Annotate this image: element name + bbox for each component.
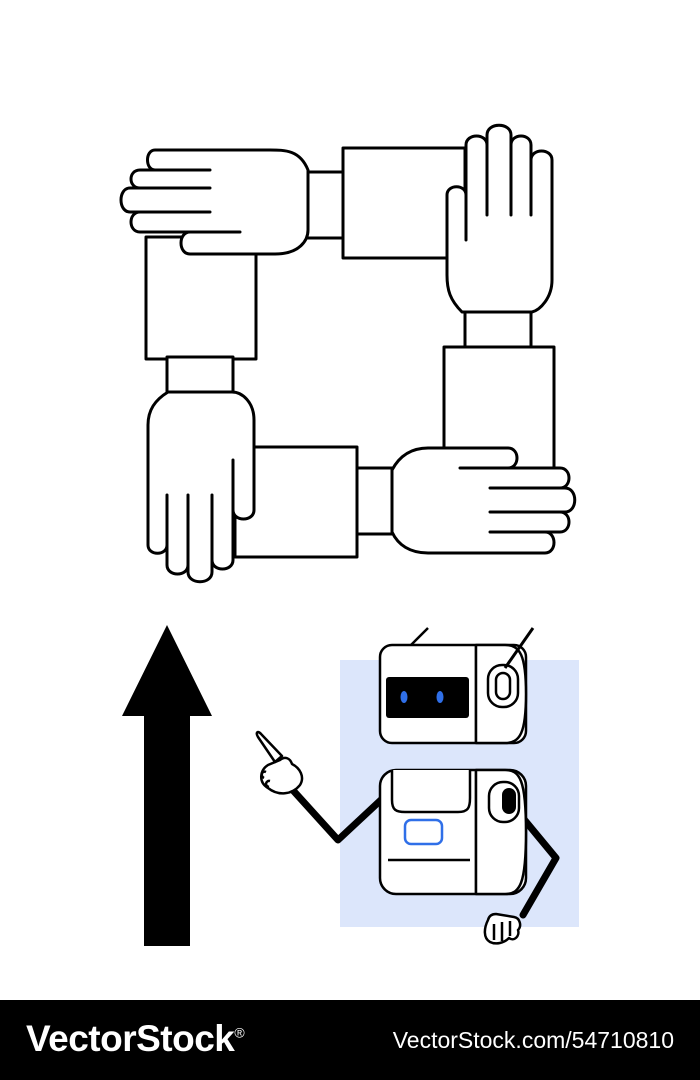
up-arrow-icon [122, 625, 212, 946]
sleeve-left [144, 235, 258, 361]
watermark-footer: VectorStock® VectorStock.com/54710810 [0, 1000, 700, 1080]
robot-chest-screen [403, 818, 444, 846]
registered-mark: ® [234, 1024, 245, 1041]
hand-top-right [445, 123, 554, 349]
four-hands-square-icon [119, 123, 577, 584]
illustration [119, 123, 579, 946]
brand-name: VectorStock [26, 1018, 235, 1059]
hand-bottom-left [146, 355, 256, 584]
hand-top-left [119, 148, 345, 256]
robot-right-eye [436, 691, 444, 703]
robot-pointing-hand [255, 730, 304, 795]
robot-left-eye [400, 691, 408, 703]
robot-icon [255, 627, 579, 945]
vectorstock-logo: VectorStock® [26, 1018, 245, 1060]
robot-left-arm [286, 783, 387, 844]
robot-visor [386, 677, 469, 718]
hand-bottom-right [355, 446, 577, 555]
robot-lower-hand [483, 912, 522, 945]
image-id-label: VectorStock.com/54710810 [392, 1027, 674, 1053]
robot-right-shoulder [502, 788, 516, 814]
